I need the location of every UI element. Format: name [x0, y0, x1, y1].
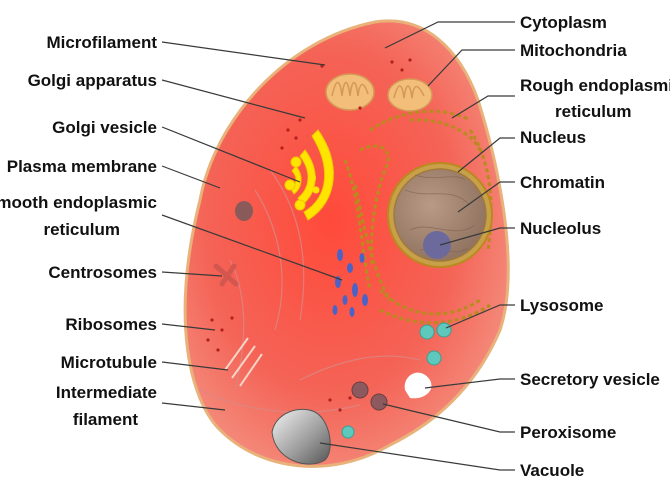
- mitochondrion-1: [325, 73, 375, 111]
- vacuole-shape: [271, 408, 331, 465]
- label-centrosomes: Centrosomes: [48, 263, 157, 282]
- label-peroxisome: Peroxisome: [520, 423, 616, 442]
- label-mitochondria: Mitochondria: [520, 41, 627, 60]
- label-plasma-membrane: Plasma membrane: [7, 157, 157, 176]
- label-ribosomes: Ribosomes: [65, 315, 157, 334]
- ribosomes-dots: [206, 58, 412, 412]
- label-nucleus: Nucleus: [520, 128, 586, 147]
- golgi-apparatus-shape: [284, 129, 334, 221]
- left-leader-lines: [161, 41, 343, 411]
- smooth-er-shape: [332, 249, 368, 317]
- golgi-vesicles: [308, 174, 320, 194]
- right-leader-lines: [319, 21, 515, 471]
- label-chromatin: Chromatin: [520, 173, 605, 192]
- mitochondrion-2: [387, 78, 433, 112]
- label-smooth-er-line1: smooth endoplasmic: [0, 193, 157, 212]
- golgi-vesicle-dark: [235, 201, 253, 221]
- label-rough-er-line2: reticulum: [555, 102, 632, 121]
- label-cytoplasm: Cytoplasm: [520, 13, 607, 32]
- right-labels: Cytoplasm Mitochondria Rough endoplasmic…: [520, 13, 670, 480]
- label-smooth-er-line2: reticulum: [43, 220, 120, 239]
- nucleus-shape: [387, 162, 493, 268]
- rough-er-shape: [343, 109, 493, 325]
- label-microtubule: Microtubule: [61, 353, 157, 372]
- label-intermediate-filament-line2: filament: [73, 410, 139, 429]
- label-intermediate-filament-line1: Intermediate: [56, 383, 157, 402]
- centrosome-shape: [213, 263, 239, 287]
- peroxisomes-shape: [351, 381, 388, 411]
- label-golgi-vesicle: Golgi vesicle: [52, 118, 157, 137]
- label-secretory-vesicle: Secretory vesicle: [520, 370, 660, 389]
- label-nucleolus: Nucleolus: [520, 219, 601, 238]
- label-rough-er-line1: Rough endoplasmic: [520, 76, 670, 95]
- nucleolus-shape: [423, 231, 451, 259]
- microtubules-shape: [224, 337, 263, 387]
- label-lysosome: Lysosome: [520, 296, 603, 315]
- label-golgi-apparatus: Golgi apparatus: [28, 71, 157, 90]
- label-microfilament: Microfilament: [46, 33, 157, 52]
- label-vacuole: Vacuole: [520, 461, 584, 480]
- cytoskeleton-lines: [199, 169, 421, 413]
- lysosomes-shape: [341, 322, 452, 439]
- left-labels: Microfilament Golgi apparatus Golgi vesi…: [0, 33, 157, 429]
- secretory-vesicle-shape: [404, 372, 432, 399]
